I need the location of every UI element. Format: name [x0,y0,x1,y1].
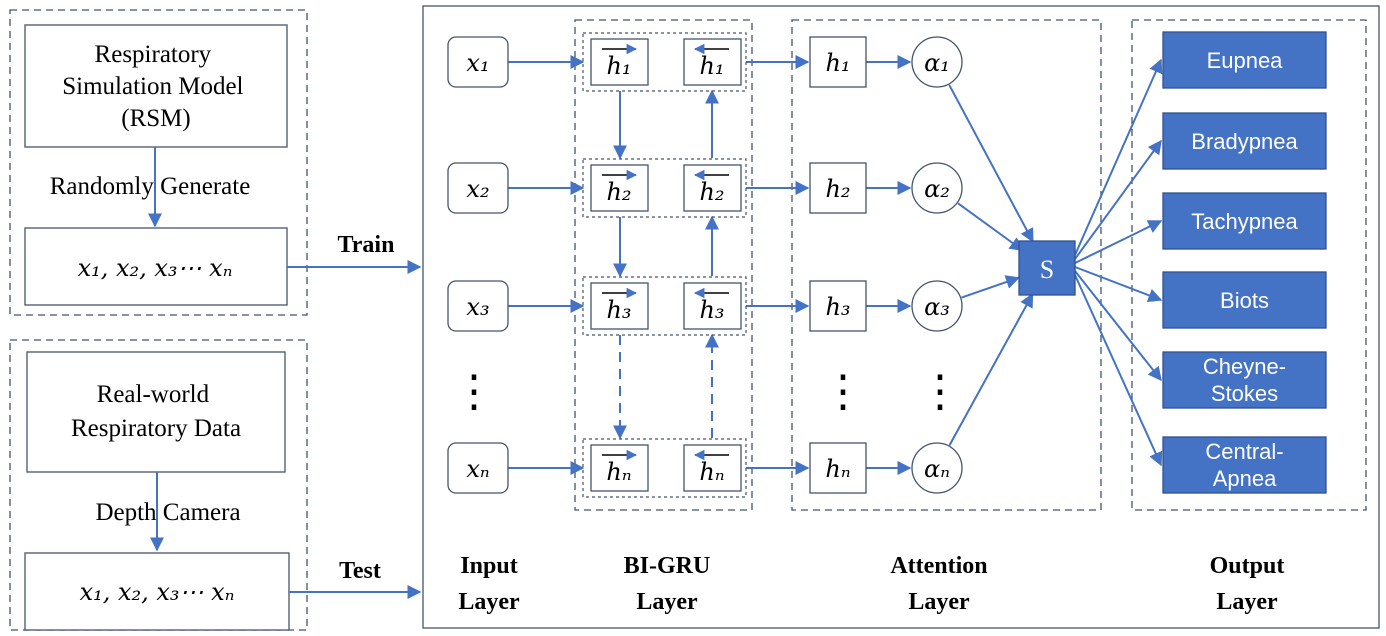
attention-weight-node [911,36,963,88]
forward-hidden-label: hₙ [606,458,631,486]
forward-hidden-label: h₂ [606,178,631,206]
ellipsis-dots: ⋮ [918,367,962,416]
backward-hidden-label: h₂ [699,178,724,206]
backward-hidden-cell [683,444,742,492]
output-class-label: Biots [1220,288,1269,313]
ellipsis-dots: ⋮ [821,367,865,416]
output-class-label: Bradypnea [1191,129,1298,154]
bigru-row [582,158,747,218]
input-node [447,36,509,88]
bigru-row [582,438,747,498]
network-frame [422,5,1380,629]
forward-hidden-cell [590,444,649,492]
train-panel: Respiratory Simulation Model (RSM) Rando… [9,9,308,316]
train-edge-label: Train [338,232,395,258]
alpha-to-sum-edge [948,293,1034,446]
input-node-label: xₙ [466,455,489,483]
sum-to-output-edge [1074,220,1163,264]
real-data-box-title: Real-world Respiratory Data [71,381,241,442]
input-node [447,442,509,494]
output-class-box [1162,31,1327,89]
sum-to-output-edge [1074,274,1163,467]
generate-label: Randomly Generate [50,173,251,200]
train-panel-border [9,9,308,316]
forward-hidden-label: h₃ [606,296,631,324]
test-sequence-text: x₁, x₂, x₃⋯ xₙ [80,578,235,606]
attention-weight-label: α₂ [924,175,950,203]
backward-hidden-label: h₃ [699,296,724,324]
sum-to-output-edge [1074,139,1162,260]
forward-hidden-cell [590,282,649,330]
test-sequence-box [24,552,290,631]
output-class-box [1162,271,1327,329]
hidden-node [809,162,867,214]
sum-node-label: S [1040,255,1054,284]
output-class-label: Central-Apnea [1205,439,1283,491]
output-class-label: Eupnea [1207,48,1284,73]
bigru-group-border [574,19,753,511]
hidden-node-label: h₁ [825,49,850,77]
attention-weight-node [911,442,963,494]
output-class-box [1162,192,1327,250]
forward-hidden-cell [590,164,649,212]
attention-group-border [791,19,1102,511]
output-group-border [1131,19,1367,511]
hidden-node-label: h₂ [825,175,850,203]
ellipsis-dots: ⋮ [452,367,496,416]
output-class-box [1162,351,1327,409]
hidden-node [809,442,867,494]
nodes-layer: x₁ h₁ h₁ h₁ α₁ x₂ h₂ h₂ h₂ α₂ x₃ h₃ h₃ h₃ α₃ xₙ hₙ hₙ hₙ αₙ… [447,31,1327,498]
attention-weight-label: αₙ [924,455,950,483]
forward-hidden-label: h₁ [606,52,631,80]
backward-hidden-cell [683,282,742,330]
input-node [447,162,509,214]
output-class-label: Tachypnea [1191,209,1298,234]
depth-camera-label: Depth Camera [95,499,240,526]
attention-weight-node [911,280,963,332]
output-class-label: Cheyne-Stokes [1203,354,1286,406]
input-node [447,280,509,332]
backward-hidden-cell [683,38,742,86]
test-edge-label: Test [339,558,381,584]
test-panel: Real-world Respiratory Data Depth Camera… [9,339,308,631]
sum-to-output-edge [1074,266,1163,303]
sum-to-output-edge [1074,270,1162,382]
sum-to-output-edge [1074,58,1163,256]
attention-weight-label: α₁ [924,49,950,77]
attention-weight-label: α₃ [924,293,950,321]
input-node-label: x₂ [466,175,489,203]
backward-hidden-label: hₙ [699,458,724,486]
forward-hidden-cell [590,38,649,86]
backward-hidden-cell [683,164,742,212]
attention-weight-node [911,162,963,214]
train-sequence-box [24,227,288,306]
hidden-node [809,280,867,332]
output-class-box [1162,112,1327,170]
edges-layer [508,55,1163,475]
hidden-node-label: hₙ [825,455,850,483]
alpha-to-sum-edge [961,275,1020,299]
real-data-box [26,351,286,473]
hidden-node [809,36,867,88]
rsm-box-title: Respiratory Simulation Model (RSM) [62,41,250,132]
train-sequence-text: x₁, x₂, x₃⋯ xₙ [78,254,233,282]
backward-hidden-label: h₁ [699,52,724,80]
bigru-row [582,276,747,336]
input-node-label: x₃ [466,293,489,321]
alpha-to-sum-edge [957,202,1024,252]
input-node-label: x₁ [466,49,489,77]
output-class-box [1162,436,1327,494]
bigru-row [582,32,747,92]
sum-node [1018,240,1076,296]
hidden-node-label: h₃ [825,293,850,321]
alpha-to-sum-edge [948,84,1034,243]
